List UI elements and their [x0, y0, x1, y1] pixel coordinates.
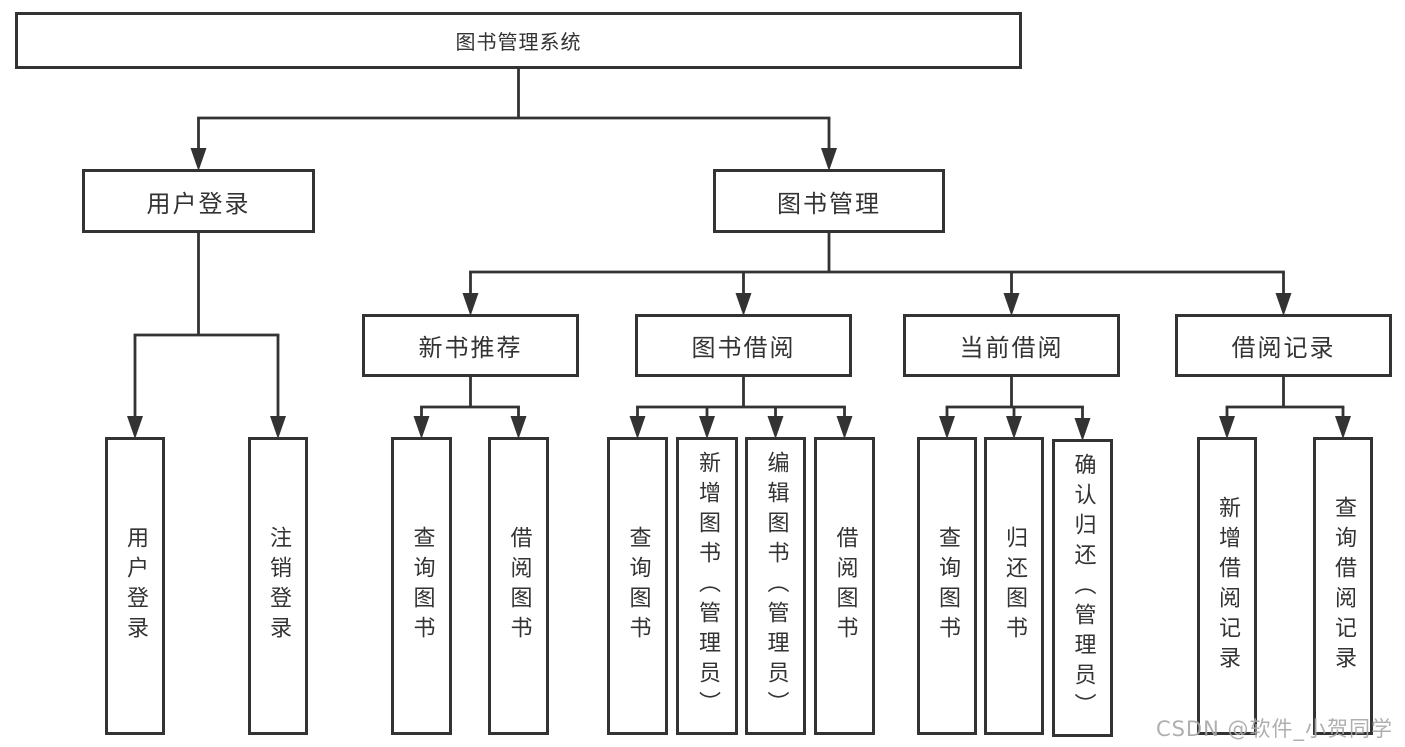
node-leaf-logout: 注销登录: [248, 437, 308, 735]
node-leaf-edit-book-admin: 编辑图书（管理员）: [745, 437, 806, 735]
node-leaf-confirm-return-admin: 确认归还（管理员）: [1052, 439, 1113, 737]
node-book-management: 图书管理: [713, 169, 945, 233]
node-leaf-add-book-admin: 新增图书（管理员）: [676, 437, 738, 735]
arrowhead-book-borrowing: [735, 293, 752, 316]
arrowhead-user-login: [190, 148, 207, 171]
arrowhead-current-borrowing: [1003, 293, 1020, 316]
arrowhead-leaf-add-book-admin: [699, 416, 715, 439]
node-root: 图书管理系统: [15, 12, 1022, 69]
arrowhead-borrowing-records: [1275, 293, 1292, 316]
arrowhead-new-book-recommend: [462, 293, 479, 316]
node-leaf-query-book-current: 查询图书: [917, 437, 977, 735]
arrowhead-leaf-return-book: [1006, 416, 1022, 439]
arrowhead-leaf-query-book-rec: [413, 416, 430, 439]
arrowhead-leaf-borrow-book-rec: [510, 416, 527, 439]
node-leaf-return-book: 归还图书: [984, 437, 1044, 735]
arrowhead-leaf-query-book-current: [939, 416, 955, 439]
node-leaf-query-borrow-record: 查询借阅记录: [1313, 437, 1373, 735]
arrowhead-book-management: [821, 148, 837, 171]
node-leaf-borrow-book-borrow: 借阅图书: [814, 437, 875, 735]
csdn-watermark: CSDN @软件_小贺同学: [1155, 717, 1393, 741]
node-leaf-borrow-book-rec: 借阅图书: [488, 437, 549, 735]
node-leaf-user-login: 用户登录: [105, 437, 165, 735]
node-book-borrowing: 图书借阅: [635, 314, 852, 377]
arrowhead-leaf-add-borrow-record: [1219, 416, 1235, 439]
arrowhead-leaf-query-borrow-record: [1335, 416, 1351, 439]
node-current-borrowing: 当前借阅: [903, 314, 1120, 377]
arrowhead-leaf-borrow-book-borrow: [836, 416, 853, 439]
node-leaf-query-book-borrow: 查询图书: [607, 437, 668, 735]
node-leaf-query-book-rec: 查询图书: [391, 437, 452, 735]
arrowhead-leaf-confirm-return-admin: [1074, 418, 1091, 441]
arrowhead-leaf-logout: [270, 416, 286, 439]
arrowhead-leaf-user-login: [127, 416, 143, 439]
node-user-login: 用户登录: [82, 169, 315, 233]
node-leaf-add-borrow-record: 新增借阅记录: [1197, 437, 1257, 735]
arrowhead-leaf-query-book-borrow: [629, 416, 646, 439]
node-new-book-recommend: 新书推荐: [362, 314, 579, 377]
arrowhead-leaf-edit-book-admin: [767, 416, 784, 439]
node-borrowing-records: 借阅记录: [1175, 314, 1392, 377]
